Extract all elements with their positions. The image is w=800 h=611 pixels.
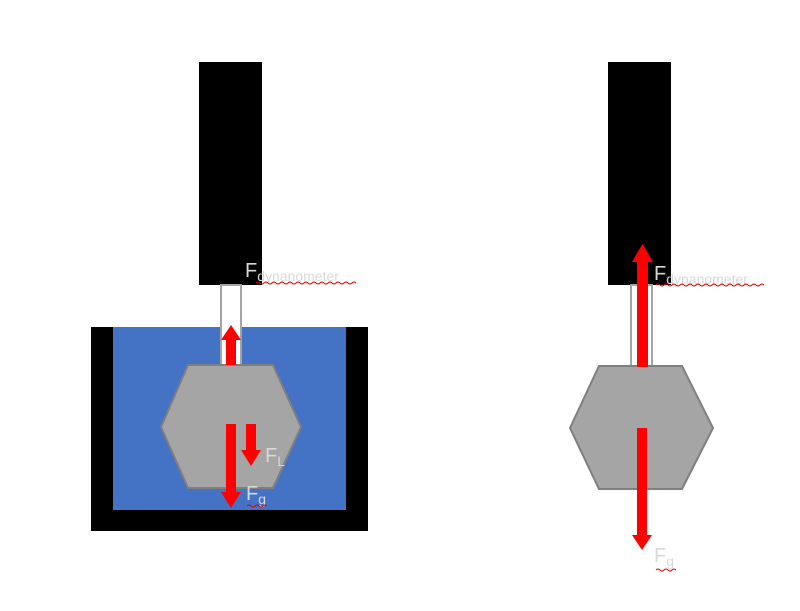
- lift-force-label: FL: [265, 445, 285, 469]
- spellcheck-underline: [246, 504, 268, 508]
- gravity-force-label: Fg: [654, 545, 674, 569]
- lift-force-arrow: [241, 424, 261, 466]
- hexagon-weight: [568, 365, 715, 490]
- gravity-force-arrow: [632, 428, 652, 550]
- left-setup: Fdynanometer FL Fg: [91, 62, 368, 531]
- right-setup: Fdynanometer Fg: [568, 62, 765, 572]
- dynamometer-force-arrow: [221, 325, 241, 365]
- dynamometer-force-arrow: [632, 244, 653, 367]
- dynamometer-body: [608, 62, 671, 285]
- gravity-force-label: Fg: [246, 483, 266, 507]
- dynamometer-body: [199, 62, 262, 285]
- spellcheck-underline: [255, 281, 357, 285]
- gravity-force-arrow: [221, 424, 241, 508]
- spellcheck-underline: [655, 283, 765, 287]
- dynamometer-force-label: Fdynanometer: [245, 260, 339, 284]
- dynamometer-force-label: Fdynanometer: [654, 263, 748, 287]
- spellcheck-underline: [655, 568, 677, 572]
